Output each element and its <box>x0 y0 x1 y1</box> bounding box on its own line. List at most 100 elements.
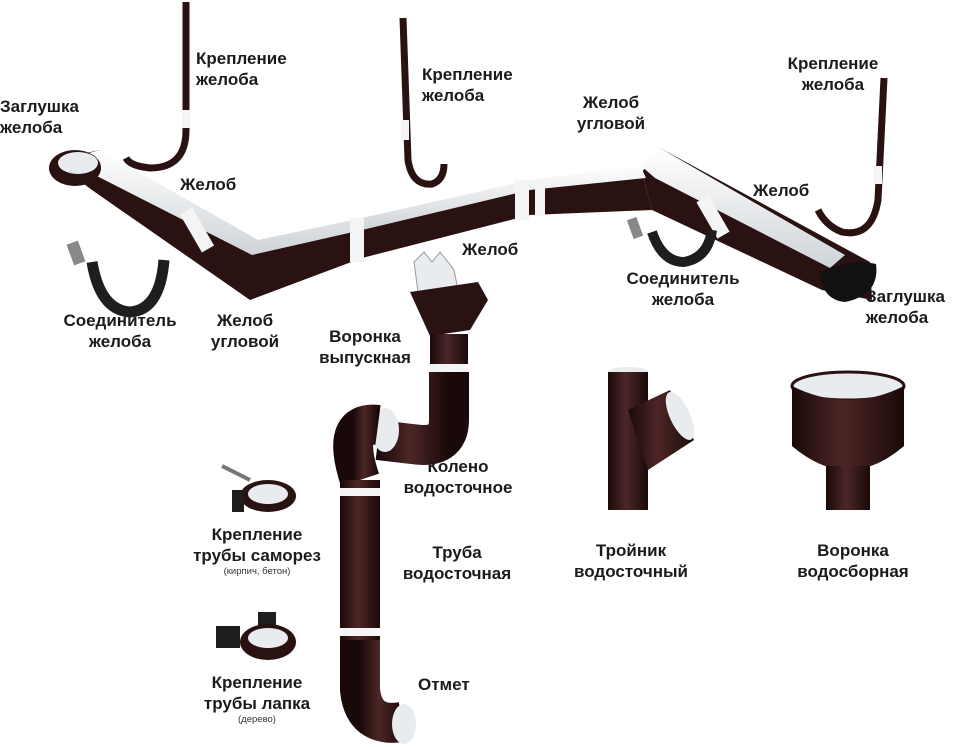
clamp-screw-bolt <box>221 464 251 482</box>
label-clamp-screw-line2: трубы саморез <box>193 546 321 565</box>
outlet-bottom-opening <box>392 704 416 744</box>
gutter-left-inner <box>70 150 362 255</box>
gutter-right-inner <box>640 148 845 268</box>
lower-elbow-shape <box>333 404 381 487</box>
label-bracket-mid: Крепление желоба <box>422 64 513 106</box>
gutter-cap-right-shape <box>820 262 877 302</box>
gutter-cap-left-inner <box>58 152 98 174</box>
label-collector-funnel-line1: Воронка <box>817 541 889 560</box>
label-bracket-left: Крепление желоба <box>196 48 287 90</box>
gutter-band-5 <box>696 195 730 239</box>
label-clamp-screw-line1: Крепление <box>211 525 303 544</box>
label-gutter-right: Желоб <box>753 181 810 200</box>
clamp-screw-tab <box>232 490 244 512</box>
gutter-band-4 <box>535 180 545 216</box>
label-tee: Тройник водосточный <box>566 540 696 582</box>
bracket-left-shape <box>122 2 190 172</box>
bracket-left-band <box>182 110 190 128</box>
label-tee-line2: водосточный <box>574 562 688 581</box>
gutter-mid-inner <box>362 165 646 230</box>
outlet-funnel-band <box>430 364 468 372</box>
gutter-band-1 <box>179 207 215 253</box>
label-collector-funnel: Воронка водосборная <box>788 540 918 582</box>
label-outlet-funnel-line2: выпускная <box>319 348 411 367</box>
label-bracket-mid-line1: Крепление <box>422 65 513 84</box>
label-corner-top: Желоб угловой <box>566 92 656 134</box>
gutter-band-3 <box>515 180 529 220</box>
label-outlet-funnel: Воронка выпускная <box>312 326 418 368</box>
label-bracket-right-line1: Крепление <box>787 54 879 73</box>
label-gutter-left: Желоб <box>180 175 237 194</box>
label-corner-bottom: Желоб угловой <box>200 310 290 352</box>
label-corner-top-line2: угловой <box>576 114 646 133</box>
label-bracket-left-line2: желоба <box>196 70 259 89</box>
collector-funnel-part <box>790 370 906 510</box>
bracket-right-shape <box>814 77 888 237</box>
label-connector-right-line2: желоба <box>651 290 715 309</box>
label-clamp-wood-note: (дерево) <box>238 714 276 725</box>
label-collector-funnel-line2: водосборная <box>797 562 909 581</box>
label-bracket-mid-line2: желоба <box>422 86 485 105</box>
label-clamp-wood-line1: Крепление <box>211 673 303 692</box>
label-connector-left-line2: желоба <box>88 332 152 351</box>
label-elbow: Колено водосточное <box>396 456 520 498</box>
label-bracket-left-line1: Крепление <box>196 49 287 68</box>
label-gutter-cap-left-line2: желоба <box>0 118 63 137</box>
label-outlet-funnel-line1: Воронка <box>329 327 401 346</box>
bracket-mid-band <box>401 120 409 140</box>
clamp-wood-foot <box>216 626 240 648</box>
outlet-funnel-neck <box>430 334 468 368</box>
upper-elbow-shape <box>375 372 469 465</box>
gutter-mid-outer <box>362 172 652 258</box>
label-elbow-line1: Колено <box>427 457 489 476</box>
connector-right-shape <box>647 229 717 268</box>
label-pipe: Труба водосточная <box>394 542 520 584</box>
gutter-run <box>49 148 877 302</box>
bracket-right-band <box>874 166 882 184</box>
label-bracket-right: Крепление желоба <box>778 53 888 95</box>
downpipe-assembly <box>333 251 488 744</box>
clamp-wood-inner <box>248 628 288 648</box>
label-outlet: Отмет <box>418 675 470 694</box>
downpipe-shape <box>340 480 380 640</box>
label-corner-top-line1: Желоб <box>582 93 640 112</box>
label-gutter-mid: Желоб <box>462 240 519 259</box>
collector-neck <box>826 466 870 510</box>
label-gutter-cap-right: Заглушка желоба <box>866 286 945 328</box>
label-gutter-cap-left: Заглушка желоба <box>0 96 79 138</box>
connector-left-shape <box>86 259 170 318</box>
outlet-funnel-body <box>410 282 488 336</box>
label-gutter-cap-right-line1: Заглушка <box>866 287 945 306</box>
label-corner-bottom-line1: Желоб <box>216 311 274 330</box>
gutter-connectors <box>66 216 717 318</box>
label-tee-line1: Тройник <box>595 541 667 560</box>
label-gutter-cap-left-line1: Заглушка <box>0 97 79 116</box>
label-corner-bottom-line2: угловой <box>210 332 280 351</box>
tee-part <box>608 367 695 510</box>
pipe-clamps <box>216 464 296 660</box>
label-gutter-cap-right-line2: желоба <box>866 308 929 327</box>
gutter-band-2 <box>350 218 364 262</box>
connector-left-clip <box>66 240 86 266</box>
connector-right-clip <box>626 216 644 240</box>
label-connector-left: Соединитель желоба <box>58 310 182 352</box>
label-clamp-wood: Крепление трубы лапка (дерево) <box>184 672 330 726</box>
label-connector-right-line1: Соединитель <box>626 269 740 288</box>
gutter-brackets <box>122 2 888 237</box>
label-pipe-line2: водосточная <box>402 564 512 583</box>
label-connector-left-line1: Соединитель <box>63 311 177 330</box>
bracket-mid-shape <box>399 17 448 188</box>
label-clamp-screw: Крепление трубы саморез (кирпич, бетон) <box>184 524 330 578</box>
label-clamp-wood-line2: трубы лапка <box>203 694 311 713</box>
tee-branch-opening <box>665 392 695 440</box>
label-clamp-screw-note: (кирпич, бетон) <box>223 566 291 577</box>
label-bracket-right-line2: желоба <box>801 75 865 94</box>
label-connector-right: Соединитель желоба <box>620 268 746 310</box>
downpipe-band-bottom <box>340 628 380 636</box>
label-elbow-line2: водосточное <box>403 478 513 497</box>
downpipe-band-top <box>340 488 380 496</box>
collector-bowl <box>792 386 904 470</box>
label-pipe-line1: Труба <box>432 543 482 562</box>
